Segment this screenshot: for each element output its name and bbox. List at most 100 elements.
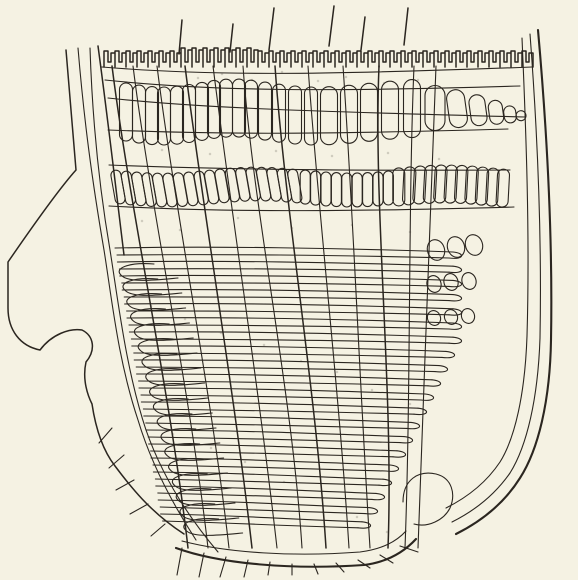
fan-fold-upper: [129, 332, 453, 337]
fan-fold-upper: [120, 275, 453, 280]
second-lamella: [321, 172, 331, 206]
fan-fold-loop: [428, 380, 441, 386]
fan-fold-upper: [134, 360, 439, 366]
left-wall-inner-3: [98, 46, 124, 255]
fan-fold-lower: [122, 283, 449, 287]
upper-lamella: [503, 105, 517, 124]
texture-dot: [356, 516, 359, 519]
upper-lamella: [468, 94, 488, 127]
texture-dot: [300, 360, 303, 363]
fan-fold-lower: [153, 465, 386, 471]
fan-fold-upper: [158, 500, 369, 508]
left-fold-loop: [119, 264, 178, 281]
vertical-fold: [308, 66, 349, 548]
top-teeth-base-line: [102, 67, 532, 73]
upper-lamella: [133, 85, 146, 143]
second-lamella: [352, 173, 362, 207]
vertical-fold: [418, 66, 436, 548]
fan-fold-loop: [449, 337, 462, 343]
texture-dot: [371, 389, 374, 392]
second-lamella: [363, 173, 373, 207]
fan-fold-upper: [137, 374, 432, 380]
top-spines: [179, 6, 408, 54]
fan-fold-loop: [442, 351, 455, 357]
right-oval-cell: [460, 271, 479, 291]
fan-fold-loop: [449, 266, 462, 272]
fan-fold-upper: [117, 261, 453, 266]
fan-fold-lower: [155, 479, 379, 485]
fan-fold-lower: [127, 311, 449, 315]
left-fold-loop: [127, 294, 186, 311]
upper-row-strap-2: [108, 129, 508, 133]
fan-fold-upper: [127, 318, 453, 323]
upper-lamella: [196, 82, 209, 140]
texture-dot: [283, 481, 286, 484]
fan-fold-lower: [151, 451, 393, 457]
upper-lamella: [305, 87, 318, 145]
texture-dot: [336, 371, 339, 374]
texture-dot: [322, 497, 325, 500]
texture-dot: [172, 433, 175, 436]
right-oval-cell: [425, 237, 448, 262]
texture-dot: [409, 231, 412, 234]
texture-dot: [281, 71, 284, 74]
texture-dot: [220, 332, 223, 335]
fan-fold-lower: [146, 423, 407, 428]
left-fold-loop: [176, 489, 235, 506]
texture-dot: [141, 220, 144, 223]
second-lamella: [331, 173, 341, 207]
upper-lamella: [171, 86, 184, 144]
left-wall-inner-1: [78, 48, 196, 540]
fan-fold-loop: [449, 280, 462, 286]
fan-fold-lower: [119, 269, 449, 272]
second-lamellae-row: [109, 165, 514, 211]
left-fold-loop: [123, 279, 182, 296]
fan-fold-loop: [421, 394, 434, 400]
texture-dot: [275, 150, 278, 153]
top-teeth: [102, 6, 533, 90]
texture-dot: [438, 158, 441, 161]
vertical-fold: [213, 66, 277, 548]
texture-dot: [237, 217, 240, 220]
left-fold-loop: [153, 399, 212, 416]
fan-fold-upper: [146, 430, 404, 437]
right-oval-cell: [460, 307, 477, 325]
texture-dot: [383, 82, 386, 85]
top-teeth-outline: [104, 48, 533, 67]
texture-dot: [209, 153, 212, 156]
fan-fold-upper: [139, 388, 425, 394]
fan-fold-loop: [372, 493, 385, 499]
fan-fold-lower: [141, 395, 421, 400]
right-wall-inner-1: [452, 34, 540, 522]
bottom-boundary-inner: [182, 531, 406, 554]
fan-fold-loop: [365, 508, 378, 514]
texture-dot: [291, 227, 294, 230]
right-oval-cell: [463, 232, 486, 257]
upper-lamella: [382, 81, 399, 139]
texture-dot: [221, 73, 224, 76]
fan-fold-loop: [393, 451, 406, 457]
texture-dot: [179, 229, 182, 232]
fan-fold-loop: [435, 366, 448, 372]
texture-dot: [345, 76, 348, 79]
right-wall-inner-2: [446, 38, 528, 508]
left-fold-loop: [184, 519, 243, 536]
upper-lamella: [289, 86, 302, 144]
fan-fold-upper: [141, 402, 418, 408]
fan-fold-loop: [449, 295, 462, 301]
upper-lamella: [259, 82, 272, 140]
fan-fold-lower: [163, 521, 358, 528]
upper-lamella: [445, 89, 468, 129]
texture-dot: [251, 79, 254, 82]
texture-dot: [409, 403, 412, 406]
texture-dot: [386, 531, 389, 534]
upper-lamella: [146, 87, 159, 145]
fan-fold-lower: [117, 255, 449, 258]
right-wall-outer: [456, 30, 551, 534]
left-wall: [8, 46, 218, 552]
texture-dot: [351, 224, 354, 227]
upper-lamella: [321, 87, 338, 145]
right-oval-cell: [426, 309, 443, 327]
